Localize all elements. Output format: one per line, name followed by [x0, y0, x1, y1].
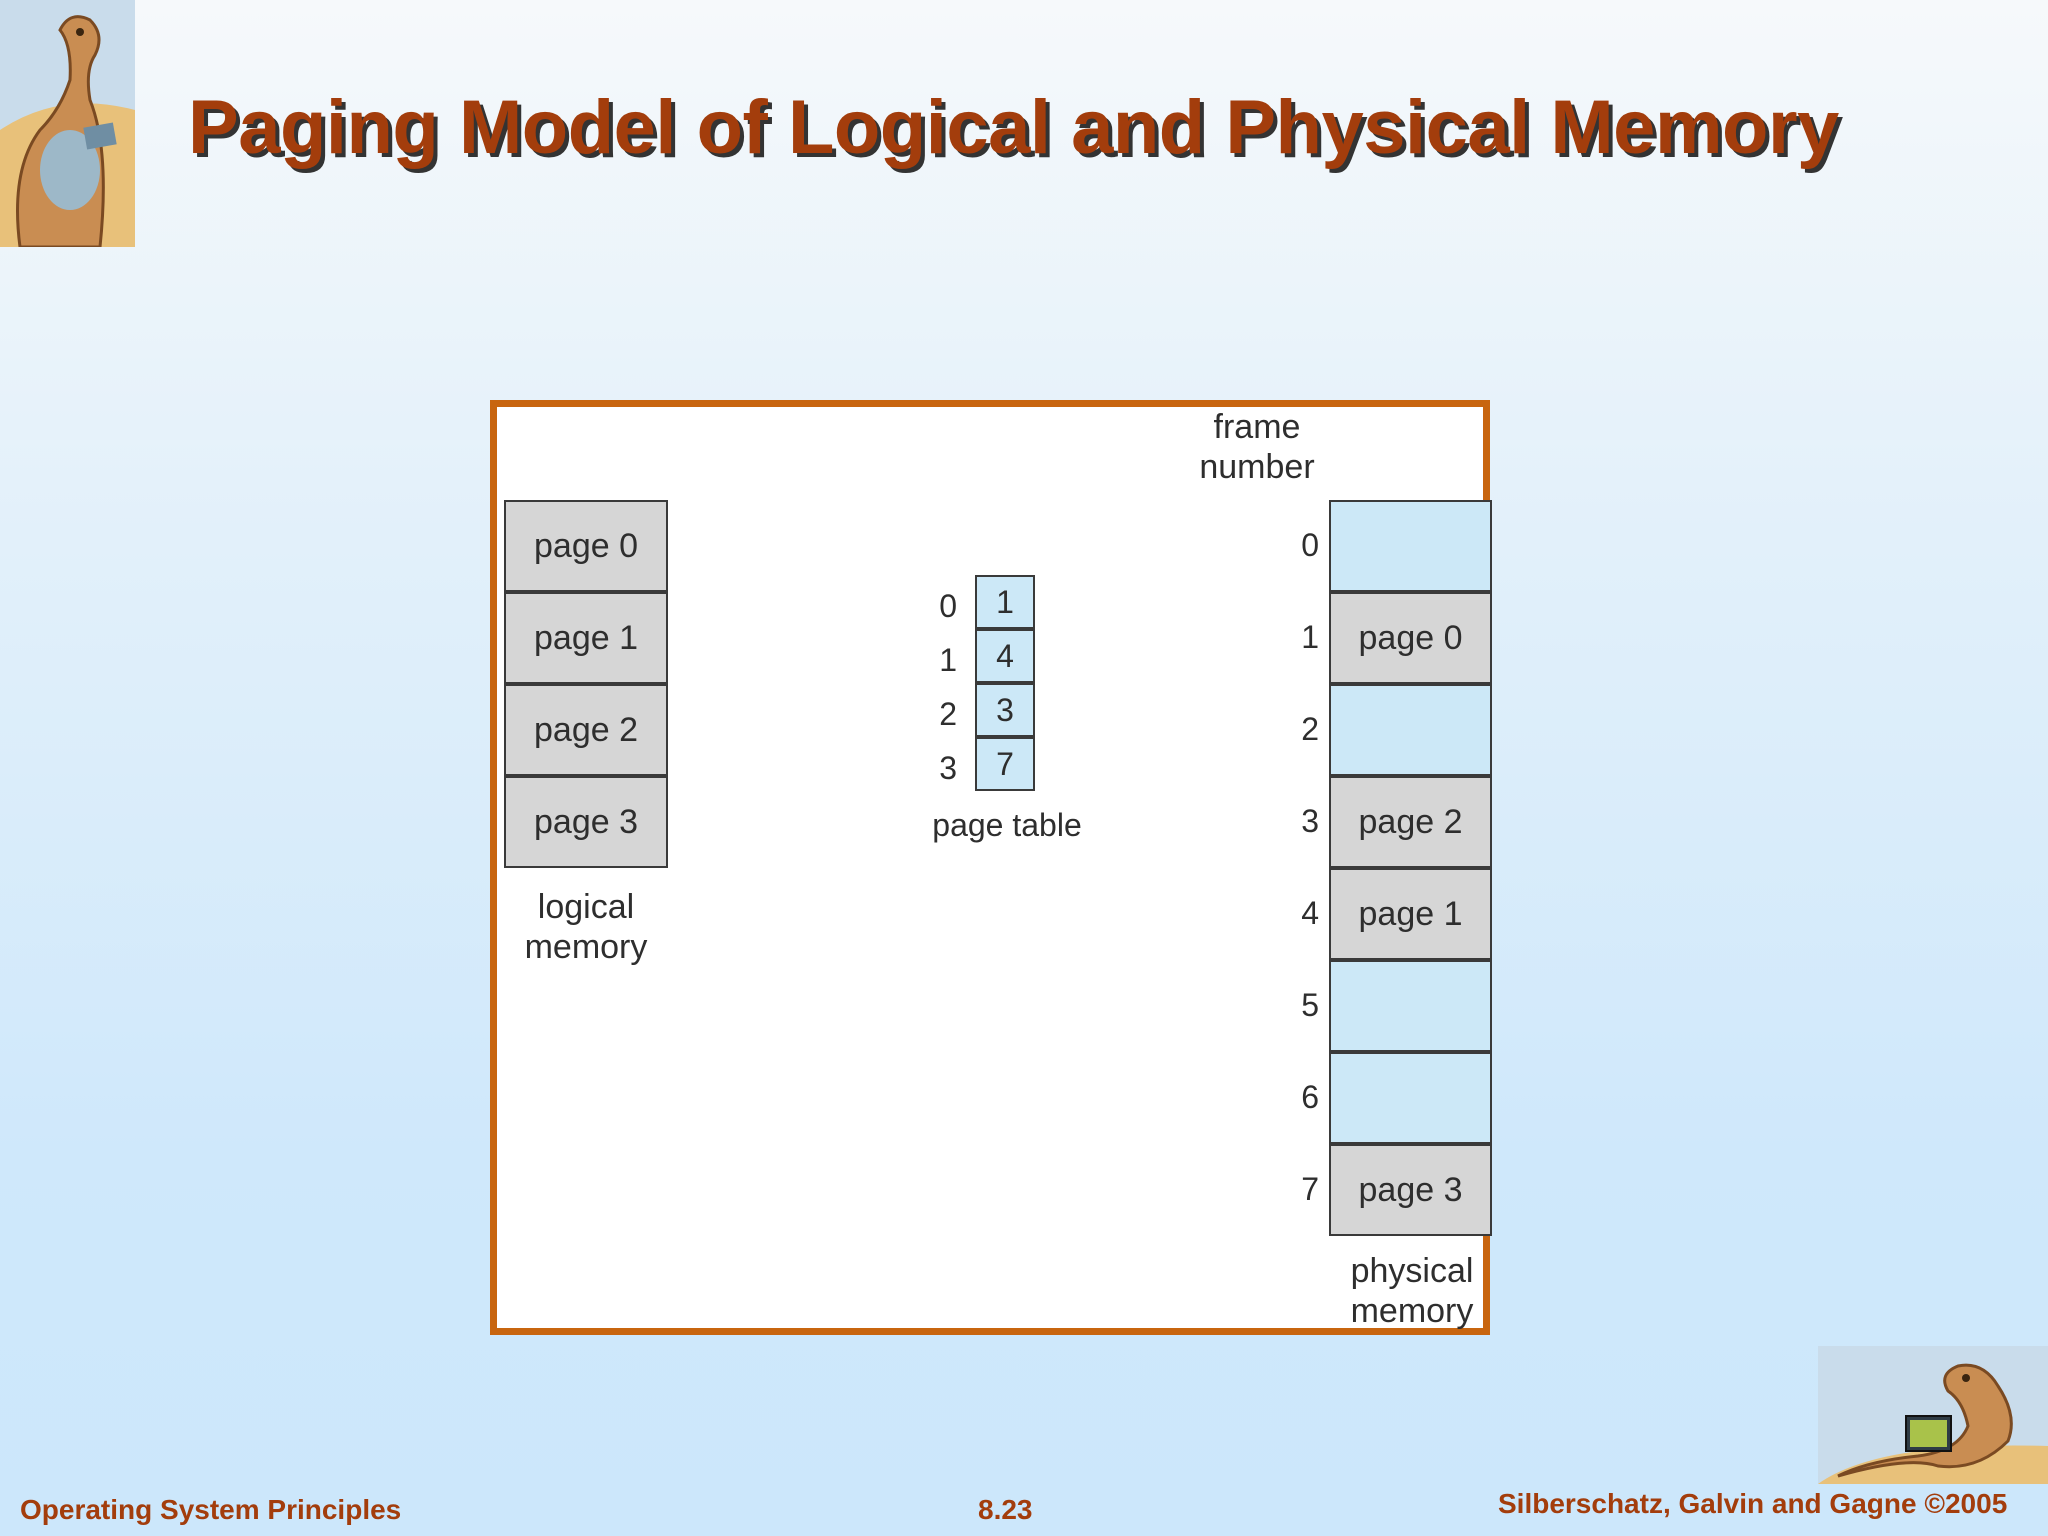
- dinosaur-laptop-illustration: [1818, 1346, 2048, 1484]
- footer-slide-number: 8.23: [978, 1494, 1033, 1525]
- frame-number: 3: [1301, 803, 1319, 839]
- page-table-entry: 3: [975, 683, 1035, 737]
- paging-diagram: page 0 page 1 page 2 page 3 logical memo…: [490, 400, 1492, 1335]
- frame-number: 1: [1301, 619, 1319, 655]
- page-table-entry: 4: [975, 629, 1035, 683]
- slide-title: Paging Model of Logical and Physical Mem…: [188, 85, 1839, 170]
- page-table-index: 2: [939, 696, 957, 732]
- physical-frame-6: [1329, 1052, 1492, 1144]
- page-table-caption: page table: [932, 807, 1082, 843]
- physical-memory-caption: physical memory: [1350, 1252, 1474, 1330]
- physical-frame-4: page 1: [1329, 868, 1492, 960]
- logical-memory-caption: logical memory: [524, 888, 648, 966]
- page-table-index: 0: [939, 588, 957, 624]
- frame-number: 7: [1301, 1171, 1319, 1207]
- physical-frame-5: [1329, 960, 1492, 1052]
- footer-copyright: Silberschatz, Galvin and Gagne ©2005: [1498, 1488, 2008, 1519]
- page-table-entry: 7: [975, 737, 1035, 791]
- logical-page-2: page 2: [504, 684, 668, 776]
- page-table-index: 1: [939, 642, 957, 678]
- frame-number: 4: [1301, 895, 1319, 931]
- physical-frame-7: page 3: [1329, 1144, 1492, 1236]
- page-table-index: 3: [939, 750, 957, 786]
- page-table-entry: 1: [975, 575, 1035, 629]
- physical-frame-0: [1329, 500, 1492, 592]
- logical-page-1: page 1: [504, 592, 668, 684]
- frame-number: 0: [1301, 527, 1319, 563]
- physical-frame-3: page 2: [1329, 776, 1492, 868]
- logical-page-0: page 0: [504, 500, 668, 592]
- logical-page-3: page 3: [504, 776, 668, 868]
- frame-number-label: frame number: [1199, 408, 1315, 486]
- physical-frame-1: page 0: [1329, 592, 1492, 684]
- dinosaur-reading-illustration: [0, 0, 135, 247]
- frame-number: 5: [1301, 987, 1319, 1023]
- footer-course: Operating System Principles: [20, 1494, 402, 1525]
- frame-number: 6: [1301, 1079, 1319, 1115]
- frame-number: 2: [1301, 711, 1319, 747]
- physical-frame-2: [1329, 684, 1492, 776]
